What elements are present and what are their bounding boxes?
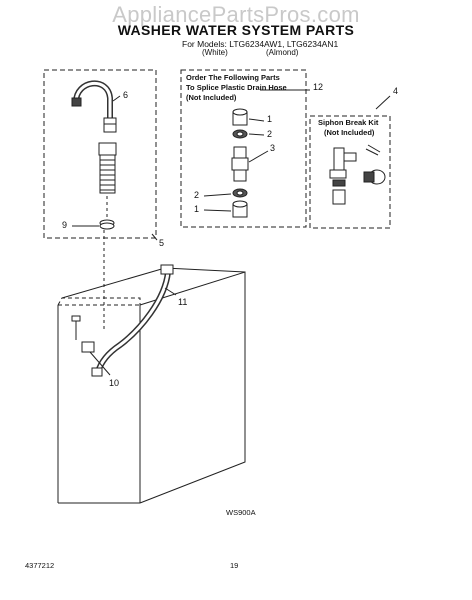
callout-2-top: 2 xyxy=(267,129,273,139)
callout-12: 12 xyxy=(313,82,324,92)
callout-1-top: 1 xyxy=(267,114,273,124)
siphon-kit-parts xyxy=(329,144,386,205)
corrugated-hose-part xyxy=(98,142,117,194)
models-line: For Models: LTG6234AW1, LTG6234AN1 xyxy=(182,39,339,49)
callout-2-bottom: 2 xyxy=(194,190,200,200)
splice-parts-stack xyxy=(231,108,249,218)
callout-9: 9 xyxy=(62,220,68,230)
drain-splice-note-line-1: Order The Following Parts xyxy=(186,73,280,82)
model-color-almond: (Almond) xyxy=(266,48,299,57)
clamp-ring-part xyxy=(99,219,115,230)
hose-fitting-part xyxy=(71,315,95,353)
siphon-kit-note: Siphon Break Kit (Not Included) xyxy=(318,118,378,138)
drain-splice-note: Order The Following Parts To Splice Plas… xyxy=(186,73,287,103)
drain-splice-note-line-3: (Not Included) xyxy=(186,93,237,102)
hose-group-box xyxy=(43,69,157,239)
drain-splice-note-line-2: To Splice Plastic Drain Hose xyxy=(186,83,287,92)
faucet-hook-part xyxy=(71,80,117,133)
siphon-kit-note-line-2: (Not Included) xyxy=(324,128,375,137)
siphon-kit-box xyxy=(309,115,391,229)
figure-code: WS900A xyxy=(226,508,256,517)
model-color-white: (White) xyxy=(202,48,228,57)
doc-number: 4377212 xyxy=(25,561,55,570)
callout-3: 3 xyxy=(270,143,276,153)
drain-hose-part xyxy=(91,264,174,377)
watermark: AppliancePartsPros.com xyxy=(112,2,360,27)
callout-4: 4 xyxy=(393,86,399,96)
page-number: 19 xyxy=(230,561,239,570)
callout-6: 6 xyxy=(123,90,129,100)
callout-1-bottom: 1 xyxy=(194,204,200,214)
page-title: WASHER WATER SYSTEM PARTS xyxy=(117,22,355,38)
washer-cabinet xyxy=(57,267,246,504)
drain-splice-box xyxy=(180,69,307,228)
siphon-kit-note-line-1: Siphon Break Kit xyxy=(318,118,379,127)
leader-lines xyxy=(72,89,391,376)
callout-11: 11 xyxy=(178,297,188,307)
callout-10: 10 xyxy=(109,378,120,388)
callout-5: 5 xyxy=(159,238,165,248)
